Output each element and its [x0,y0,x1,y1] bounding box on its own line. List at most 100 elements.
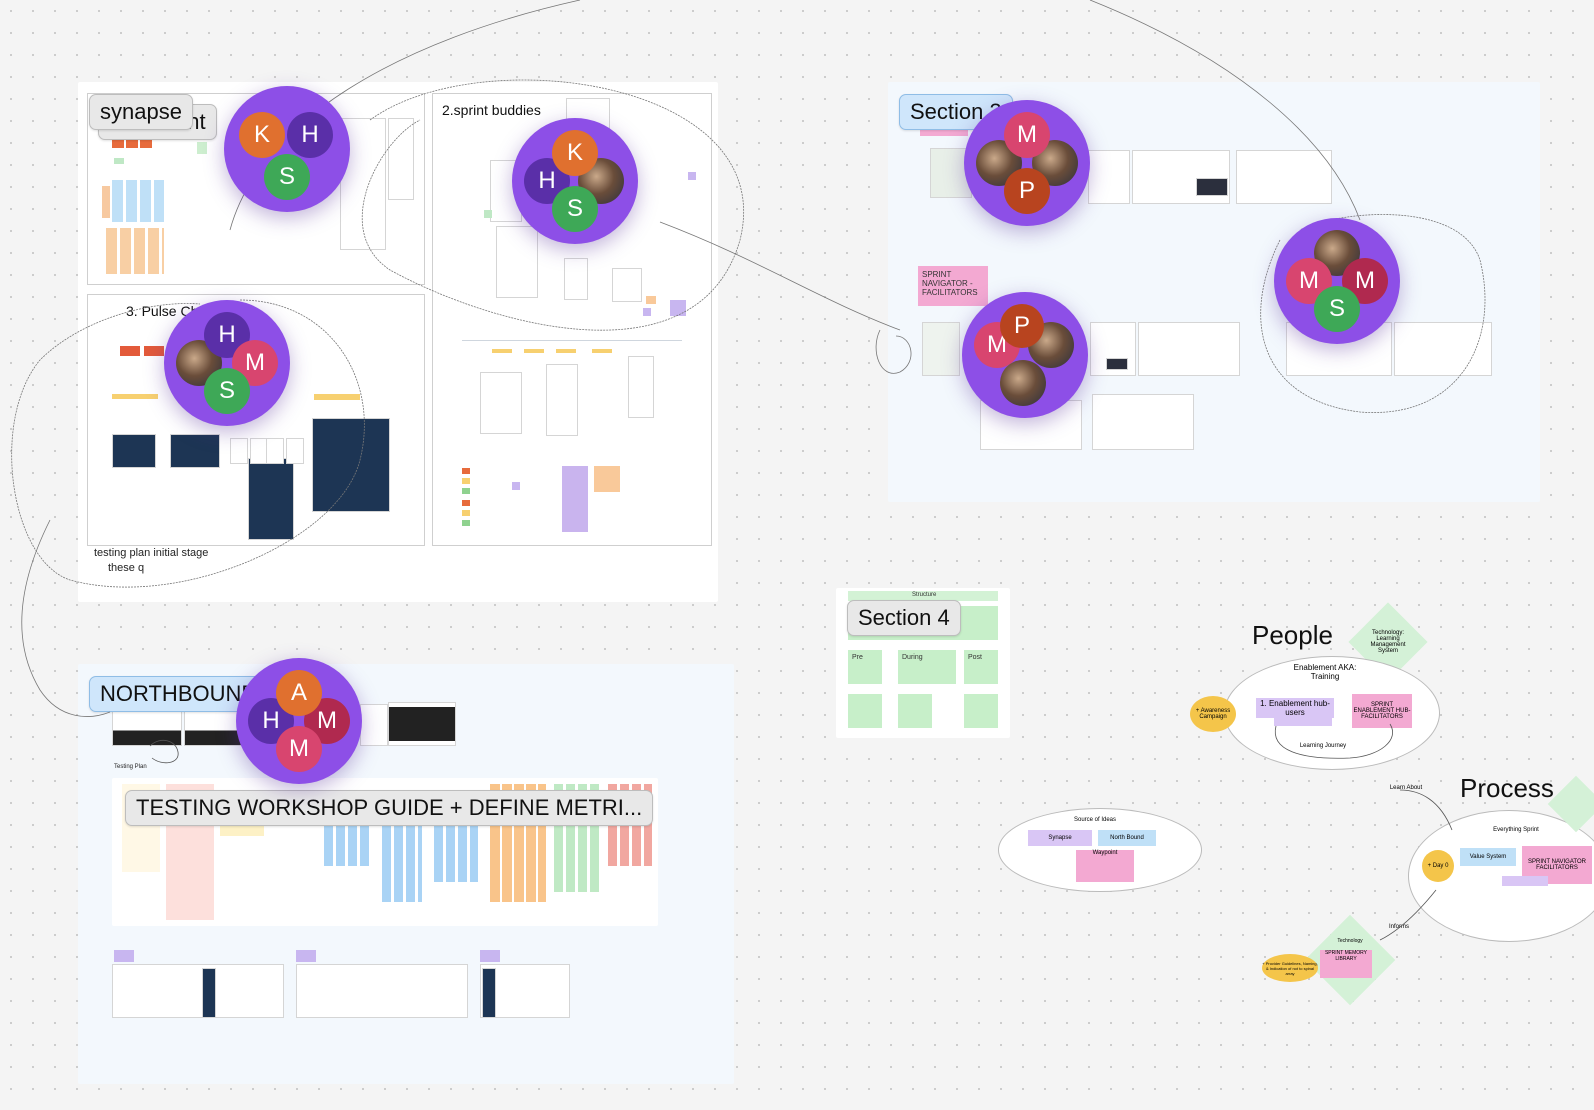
everything-sprint-text: Everything Sprint [1493,827,1539,833]
avatar-cluster-6[interactable]: M M S [1274,218,1400,344]
sprint-enablement-sticky[interactable]: SPRINT ENABLEMENT HUB- FACILITATORS [1352,694,1412,728]
sticky-green [114,158,124,164]
awareness-campaign[interactable]: + Awareness Campaign [1190,696,1236,732]
sticky-red [144,346,164,356]
avatar[interactable]: S [264,154,310,200]
mini-screen-dark [482,968,496,1018]
sticky-orange [126,140,138,148]
sticky-yellow [314,394,360,400]
avatar-cluster-2[interactable]: H K S [512,118,638,244]
sticky-purple [670,300,686,316]
flow-line [462,340,682,341]
sprint-memory-sticky[interactable]: SPRINT MEMORY LIBRARY [1320,950,1372,978]
sticky-yellow [492,349,512,353]
sticky-yellow [556,349,576,353]
sticky-yellow [524,349,544,353]
technology-text: Technology [1337,938,1363,944]
sticky-purple-small [512,482,520,490]
frame-banner-testing-workshop[interactable]: TESTING WORKSHOP GUIDE + DEFINE METRI... [125,790,654,826]
mini-doc [480,372,522,434]
avatar[interactable]: A [276,670,322,716]
frame-title-sprint-buddies[interactable]: 2.sprint buddies [442,102,541,118]
enablement-text: Enablement AKA: Training [1293,663,1357,681]
value-system-sticky[interactable]: Value System [1460,848,1516,866]
sticky-purple [643,308,651,316]
note-testing-plan[interactable]: testing plan initial stage [94,547,209,559]
mini-screen [170,434,220,468]
mini-doc [612,268,642,302]
s4-header-bar [848,591,998,601]
learn-about-text: Learn About [1389,785,1423,791]
avatar-photo[interactable] [1000,360,1046,406]
avatar[interactable]: P [1004,168,1050,214]
avatar[interactable]: K [239,112,285,158]
mini-screen-dark [202,968,216,1018]
sticky-sprint-navigator-text: SPRINT NAVIGATOR - FACILITATORS [922,270,978,297]
source-of-ideas-text: Source of Ideas [1073,817,1117,823]
mini-screen-dark [1106,358,1128,370]
sticky-purple-small [480,950,500,962]
sticky-orange [112,140,124,148]
avatar-cluster-3[interactable]: H M S [164,300,290,426]
diamond-technology-lms-text: Technology: Learning Management System [1370,630,1406,654]
mini-card [230,438,248,464]
day0-circle[interactable]: + Day 0 [1422,850,1454,882]
avatar-cluster-7[interactable]: H M A M [236,658,362,784]
sticky-yellow [592,349,612,353]
sticky-red [120,346,140,356]
mini-doc [564,258,588,300]
sticky-pink-bar [920,128,968,136]
synapse-sticky[interactable]: Synapse [1028,830,1092,846]
avatar[interactable]: H [287,112,333,158]
note-these-q[interactable]: these q [108,562,145,574]
mini-screen [112,434,156,468]
mini-screen [1138,322,1240,376]
section-label-synapse[interactable]: synapse [89,94,193,130]
sticky-orange [594,466,620,492]
s4-row [964,694,998,728]
learning-journey-text: Learning Journey [1299,743,1347,749]
sticky-purple-small [114,950,134,962]
s4-col-during [898,650,956,684]
avatar[interactable]: M [974,322,1020,368]
avatar[interactable]: M [276,726,322,772]
section-label-section-4[interactable]: Section 4 [847,600,961,636]
sticky-orange-grid [106,228,164,274]
mini-screen [184,708,242,746]
avatar[interactable]: S [204,368,250,414]
sticky-purple-small [296,950,316,962]
avatar-cluster-5[interactable]: M P [962,292,1088,418]
avatar[interactable]: M [1004,112,1050,158]
diagram-process[interactable]: Process [1460,773,1554,803]
mini-screen [1090,322,1136,376]
northbound-sticky[interactable]: North Bound [1098,830,1156,846]
sticky-orange [140,140,152,148]
mini-flow [112,964,284,1018]
sticky-orange [646,296,656,304]
col-blue-grid [324,822,372,866]
mini-doc [496,226,538,298]
s4-row [898,694,932,728]
sticky-orange-grid [102,186,110,218]
avatar[interactable]: P [1000,304,1044,348]
waypoint-sticky[interactable]: Waypoint [1076,850,1134,882]
avatar[interactable]: K [552,130,598,176]
mini-screen [1236,150,1332,204]
avatar-cluster-1[interactable]: K H S [224,86,350,212]
avatar[interactable]: S [552,186,598,232]
provider-note[interactable]: + Provider Guidelines, Naming, & Indicat… [1262,954,1318,982]
mini-screen [312,418,390,512]
s4-col-post [964,650,998,684]
testing-plan-label: Testing Plan [114,764,147,770]
diagram-people[interactable]: People [1252,620,1333,650]
mini-screen [1088,150,1130,204]
mini-doc [628,356,654,418]
avatar[interactable]: S [1314,286,1360,332]
hub-users-sticky[interactable]: 1. Enablement hub-users [1256,698,1334,718]
informs-text: Informs [1388,924,1409,930]
s4-col-post-label: Post [968,654,983,661]
s4-header-text: Structure [912,592,937,598]
sticky-sprint-navigator[interactable] [918,266,988,306]
avatar-cluster-4[interactable]: M P [964,100,1090,226]
sticky-purple-small [688,172,696,180]
